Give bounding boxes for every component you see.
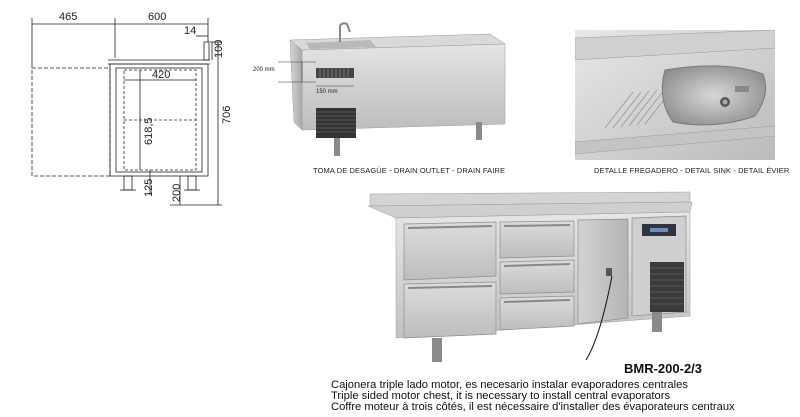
technical-drawing: 465 600 14 100 420 706 618,5 125 200 bbox=[31, 11, 233, 206]
note-fr: Coffre moteur à trois côtés, il est néce… bbox=[331, 401, 735, 413]
sink-detail-image bbox=[575, 30, 775, 160]
sink-caption: DETALLE FREGADERO - DETAIL SINK - DETAIL… bbox=[594, 166, 790, 175]
dim-100: 100 bbox=[213, 40, 225, 58]
dim-200: 200 bbox=[171, 184, 183, 202]
drain-dim-height: 200 mm bbox=[253, 67, 275, 73]
dim-600: 600 bbox=[148, 11, 166, 23]
dim-618: 618,5 bbox=[143, 117, 155, 145]
model-name: BMR-200-2/3 bbox=[624, 361, 703, 376]
product-image bbox=[367, 191, 693, 362]
drain-outlet-image bbox=[278, 22, 506, 156]
note-en: Triple sided motor chest, it is necessar… bbox=[331, 390, 671, 402]
dim-465: 465 bbox=[59, 11, 77, 23]
note-es: Cajonera triple lado motor, es necesario… bbox=[331, 379, 688, 391]
product-notes: Cajonera triple lado motor, es necesario… bbox=[331, 379, 735, 413]
dim-706: 706 bbox=[221, 106, 233, 124]
drain-caption: TOMA DE DESAGÜE - DRAIN OUTLET - DRAIN F… bbox=[313, 166, 506, 175]
dim-420: 420 bbox=[152, 69, 170, 81]
dim-14: 14 bbox=[184, 25, 196, 37]
drain-dim-depth: 150 mm bbox=[316, 89, 338, 95]
dim-125: 125 bbox=[143, 179, 155, 197]
